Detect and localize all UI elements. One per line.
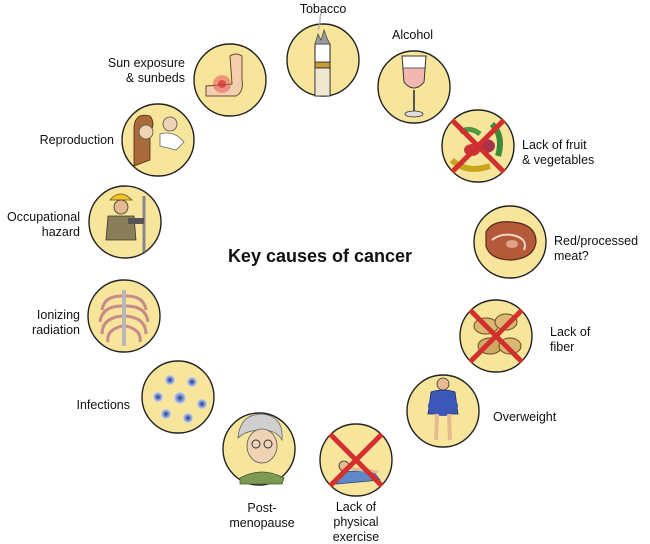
cigarette-icon — [286, 11, 360, 97]
label-overweight: Overweight — [493, 410, 557, 424]
nuts-fiber-icon — [459, 299, 533, 373]
microbes-icon — [141, 360, 215, 434]
sunburned-arm-icon — [193, 43, 267, 117]
label-alcohol: Alcohol — [392, 28, 433, 42]
label-ionizing-radiation: Ionizing radiation — [32, 308, 80, 337]
label-occupational-hazard: Occupational hazard — [7, 210, 80, 239]
wine-glass-icon — [377, 50, 451, 124]
fruit-vegetables-icon — [441, 109, 515, 183]
label-reproduction: Reproduction — [39, 133, 114, 147]
elderly-woman-icon — [222, 412, 296, 486]
ribcage-xray-icon — [87, 279, 161, 353]
label-fruit-vegetables: Lack of fruit & vegetables — [522, 138, 595, 167]
label-infections: Infections — [76, 398, 130, 412]
diagram-title: Key causes of cancer — [227, 246, 413, 266]
stretching-person-icon — [319, 423, 393, 497]
overweight-person-icon — [406, 374, 480, 448]
mother-baby-icon — [121, 103, 195, 177]
label-sun-exposure: Sun exposure & sunbeds — [107, 56, 185, 85]
label-red-processed-meat: Red/processed meat? — [554, 234, 639, 263]
label-lack-of-fiber: Lack of fiber — [550, 325, 591, 354]
worker-hardhat-icon — [88, 185, 162, 259]
label-tobacco: Tobacco — [299, 2, 347, 16]
label-lack-physical-exercise: Lack of physical exercise — [332, 500, 380, 544]
label-post-menopause: Post- menopause — [229, 501, 295, 530]
steak-icon — [473, 205, 547, 279]
